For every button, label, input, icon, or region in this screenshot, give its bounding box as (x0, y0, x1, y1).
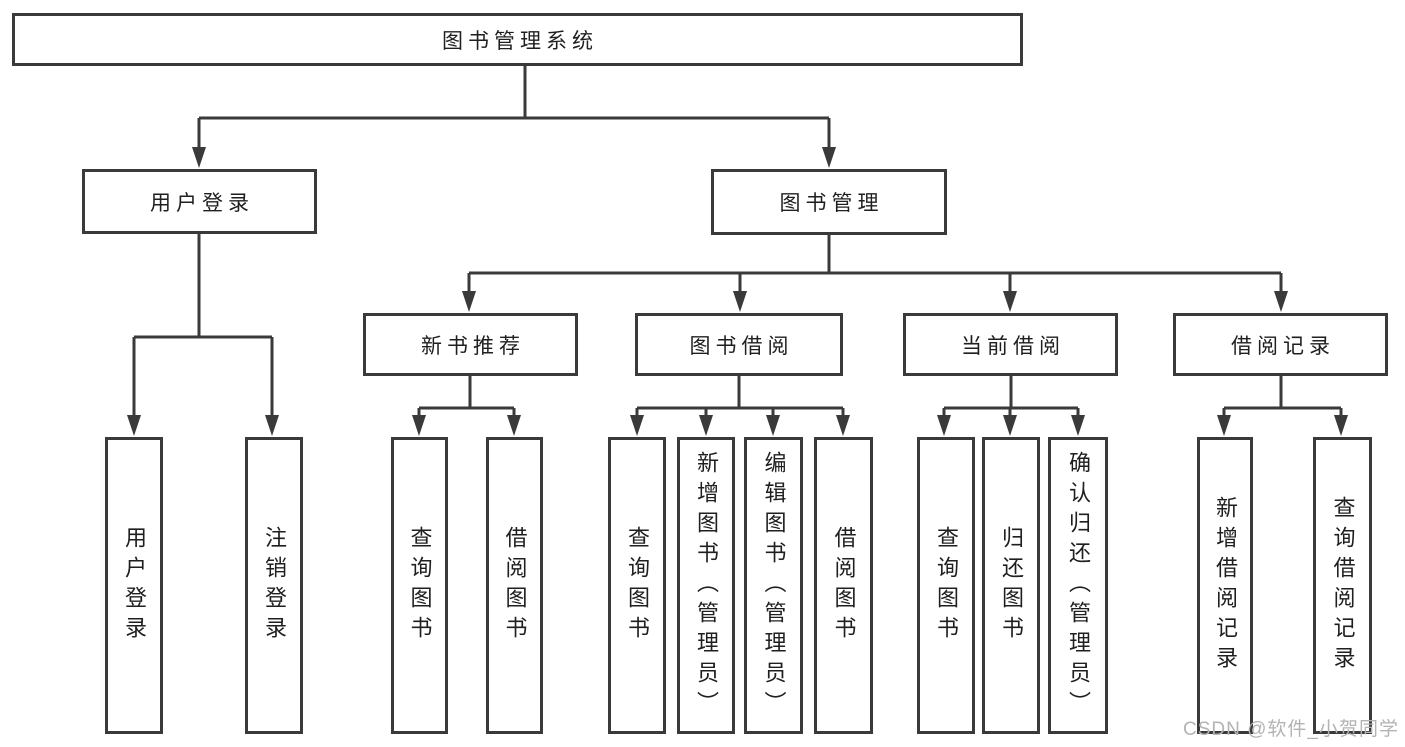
node-new-book-recommend-label: 新书推荐 (421, 334, 525, 358)
arrow-down-icon (822, 147, 836, 168)
node-leaf-borrow-books-2: 借阅图书 (814, 437, 873, 734)
node-leaf-borrow-books-2-label: 借阅图书 (831, 525, 857, 646)
node-leaf-logout-label: 注销登录 (262, 525, 287, 646)
arrow-down-icon (699, 415, 713, 436)
arrow-down-icon (1003, 291, 1017, 312)
arrow-down-icon (462, 291, 476, 312)
csdn-watermark: CSDN @软件_小贺同学 (1183, 719, 1399, 740)
node-leaf-edit-book-admin: 编辑图书（管理员） (744, 437, 803, 734)
node-current-borrow: 当前借阅 (903, 313, 1118, 376)
node-borrow-records: 借阅记录 (1173, 313, 1388, 376)
node-leaf-query-books-1: 查询图书 (391, 437, 448, 734)
arrow-down-icon (1071, 415, 1085, 436)
arrow-down-icon (937, 415, 951, 436)
arrow-down-icon (127, 415, 141, 436)
node-leaf-confirm-return-admin-label: 确认归还（管理员） (1066, 450, 1091, 721)
arrow-down-icon (265, 415, 279, 436)
arrow-down-icon (733, 291, 747, 312)
node-leaf-logout: 注销登录 (245, 437, 303, 734)
node-book-borrow: 图书借阅 (635, 313, 843, 376)
arrow-down-icon (507, 415, 521, 436)
node-leaf-borrow-books-1: 借阅图书 (486, 437, 543, 734)
node-user-login-group-label: 用户登录 (150, 191, 254, 215)
node-user-login-group: 用户登录 (82, 169, 317, 234)
node-leaf-query-books-1-label: 查询图书 (407, 525, 433, 646)
node-root: 图书管理系统 (12, 13, 1023, 66)
node-leaf-add-borrow-record-label: 新增借阅记录 (1213, 495, 1238, 676)
node-root-label: 图书管理系统 (442, 29, 598, 53)
node-leaf-query-books-2-label: 查询图书 (625, 525, 650, 646)
node-leaf-query-books-2: 查询图书 (608, 437, 666, 734)
node-leaf-query-borrow-record-label: 查询借阅记录 (1330, 495, 1356, 676)
node-current-borrow-label: 当前借阅 (961, 334, 1065, 358)
node-new-book-recommend: 新书推荐 (363, 313, 578, 376)
node-leaf-user-login: 用户登录 (105, 437, 163, 734)
arrow-down-icon (1334, 415, 1348, 436)
node-leaf-query-books-3: 查询图书 (917, 437, 975, 734)
arrow-down-icon (630, 415, 644, 436)
connector-lines (132, 66, 1343, 418)
arrow-down-icon (192, 147, 206, 168)
node-leaf-confirm-return-admin: 确认归还（管理员） (1048, 437, 1108, 734)
arrow-down-icon (766, 415, 780, 436)
arrow-down-icon (412, 415, 426, 436)
node-leaf-user-login-label: 用户登录 (122, 525, 147, 646)
node-book-management-group-label: 图书管理 (779, 192, 884, 215)
node-borrow-records-label: 借阅记录 (1231, 334, 1335, 358)
node-book-management-group: 图书管理 (711, 169, 947, 235)
arrow-down-icon (1274, 291, 1288, 312)
arrow-down-icon (1217, 415, 1231, 436)
arrow-down-icons (127, 147, 1348, 436)
node-leaf-add-book-admin: 新增图书（管理员） (677, 437, 735, 734)
node-leaf-add-borrow-record: 新增借阅记录 (1197, 437, 1253, 734)
node-leaf-query-books-3-label: 查询图书 (934, 525, 959, 646)
arrow-down-icon (836, 415, 850, 436)
node-leaf-add-book-admin-label: 新增图书（管理员） (694, 450, 719, 721)
arrow-down-icon (1003, 415, 1017, 436)
node-leaf-return-book: 归还图书 (982, 437, 1040, 734)
node-leaf-edit-book-admin-label: 编辑图书（管理员） (761, 450, 787, 721)
node-leaf-query-borrow-record: 查询借阅记录 (1313, 437, 1372, 734)
node-book-borrow-label: 图书借阅 (689, 334, 794, 358)
node-leaf-return-book-label: 归还图书 (999, 525, 1024, 646)
node-leaf-borrow-books-1-label: 借阅图书 (502, 525, 528, 646)
